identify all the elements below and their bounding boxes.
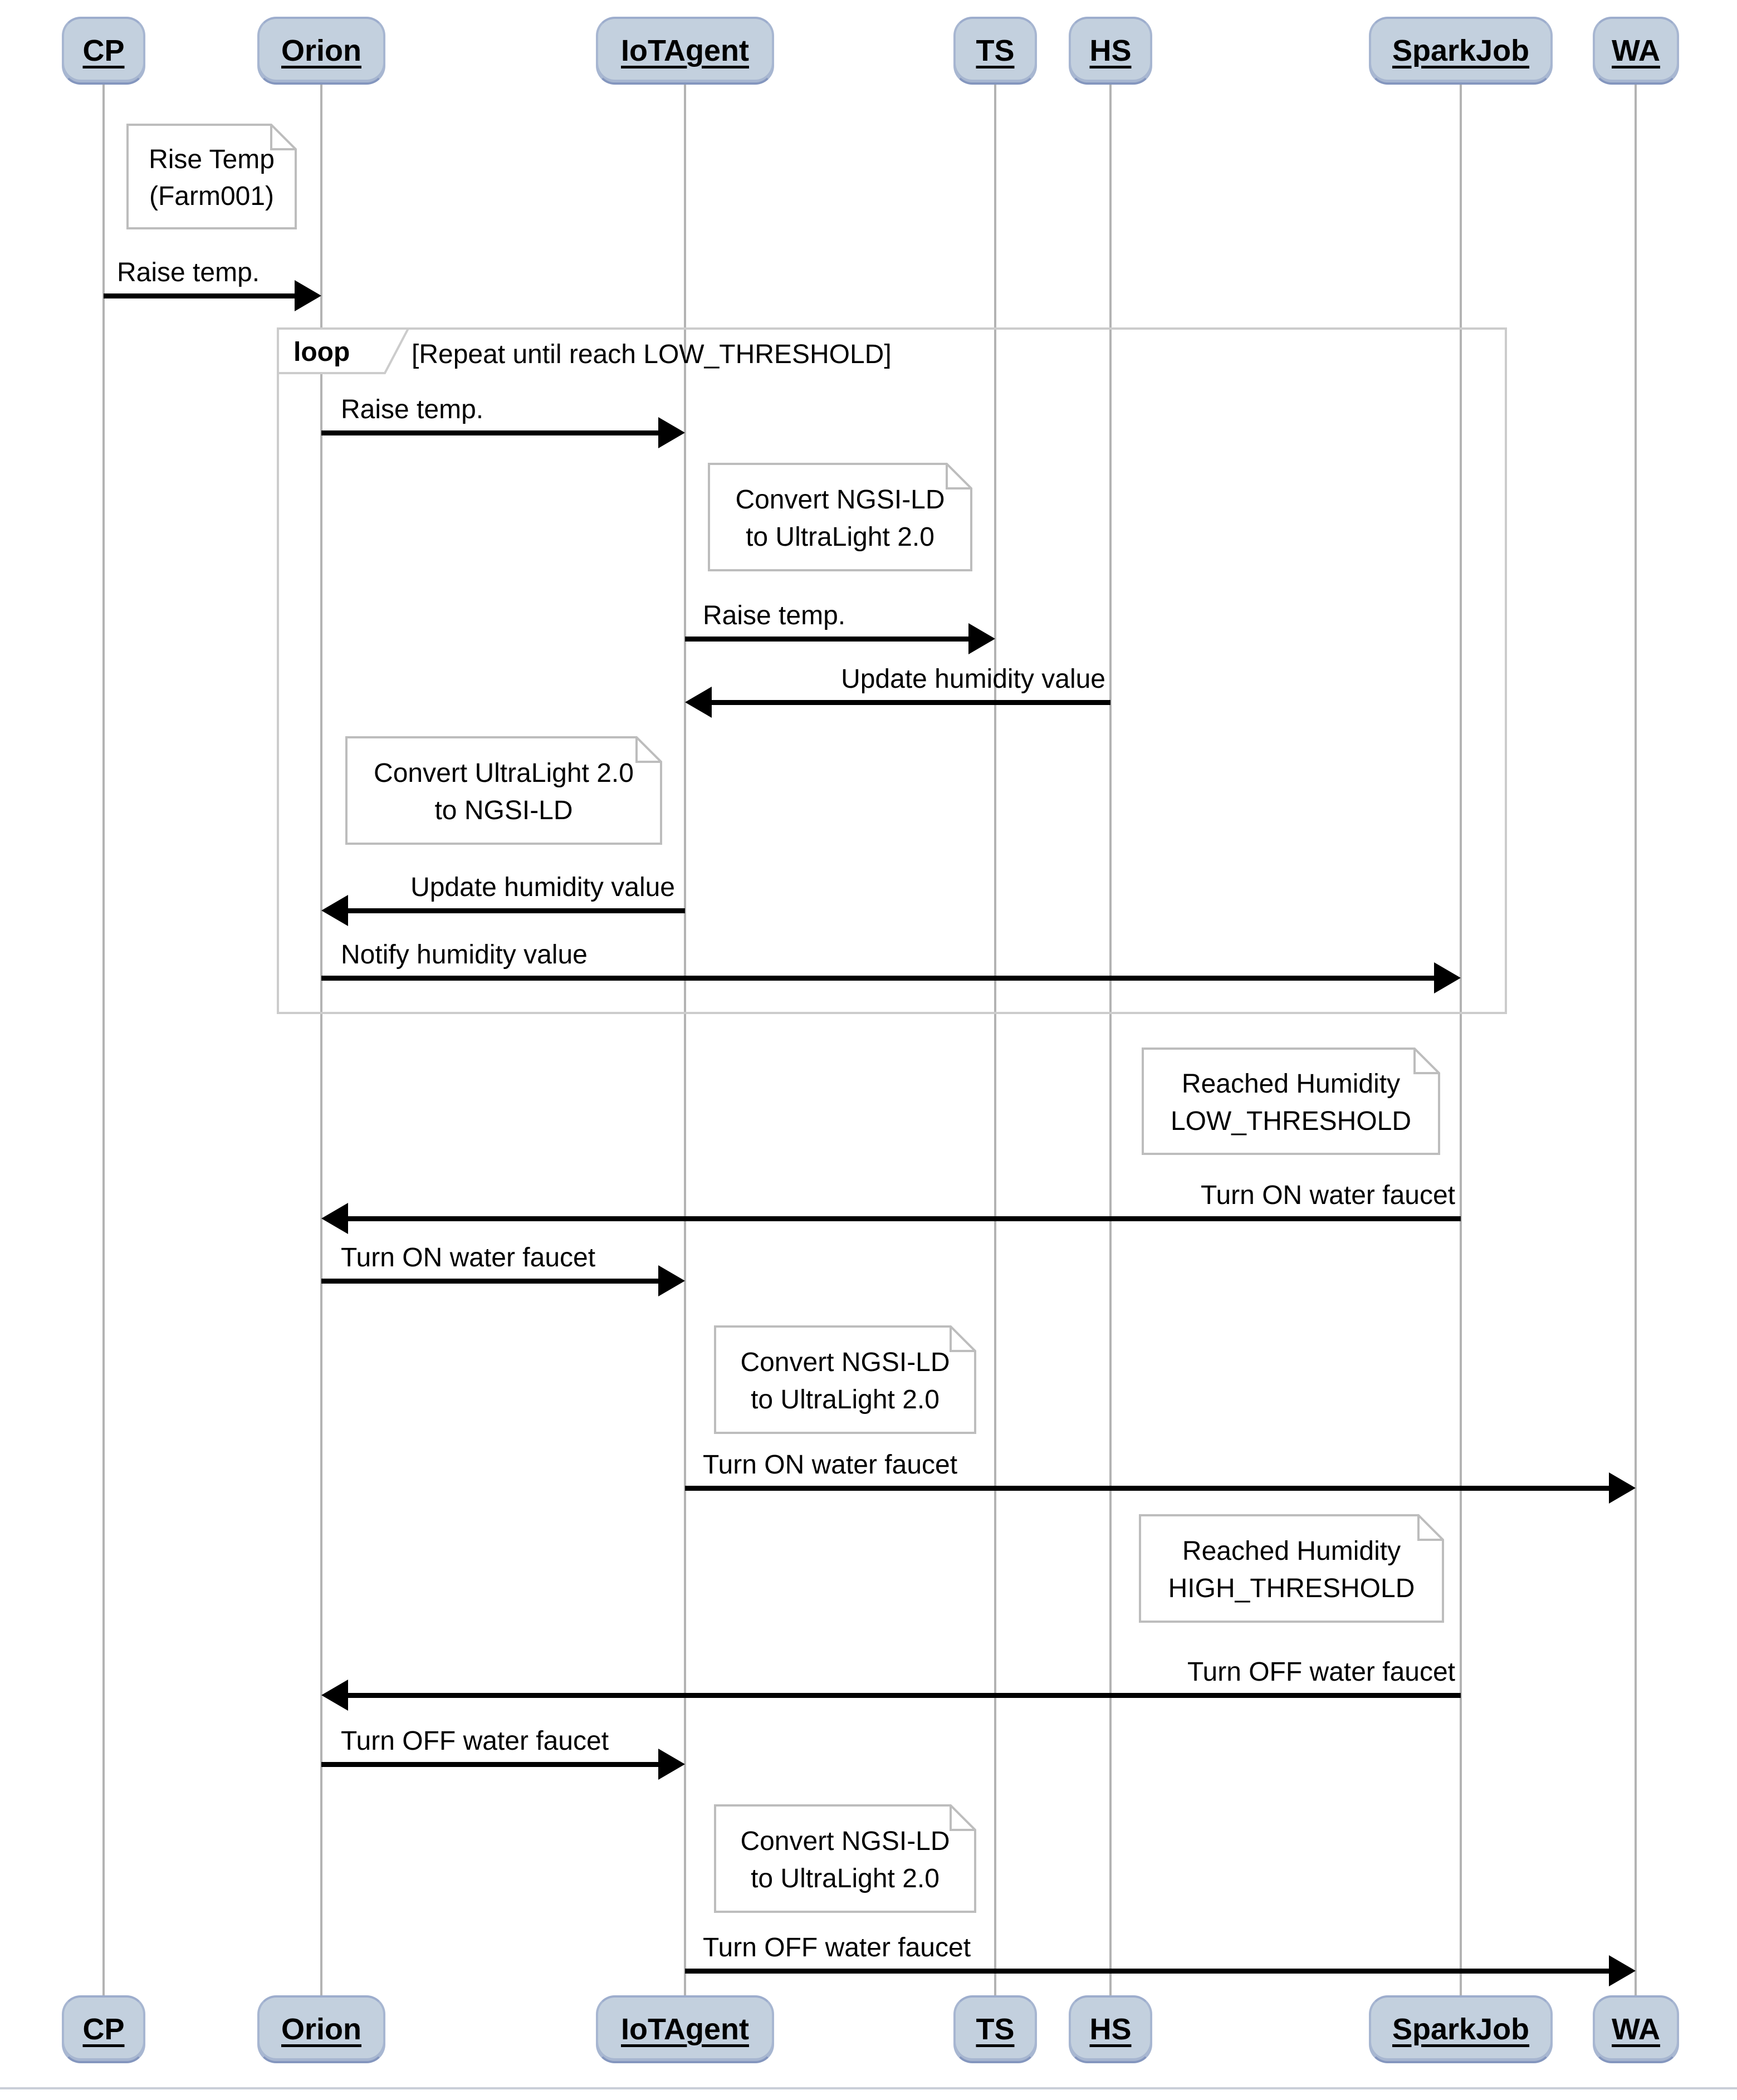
- message-line: [321, 1279, 660, 1284]
- note-line: to UltraLight 2.0: [751, 1384, 940, 1414]
- note-shape: [1139, 1514, 1444, 1623]
- lifeline-wa: [1635, 85, 1637, 1995]
- message-line: [685, 1969, 1611, 1974]
- note-line: Convert NGSI-LD: [735, 485, 945, 515]
- note-convert-ngsild-3: Convert NGSI-LD to UltraLight 2.0: [714, 1804, 976, 1913]
- note-shape: [1142, 1047, 1440, 1155]
- note-line: Reached Humidity: [1181, 1069, 1401, 1099]
- note-shape: [714, 1325, 976, 1434]
- arrowhead-right-icon: [1609, 1472, 1636, 1504]
- message-line: [685, 637, 971, 642]
- arrowhead-right-icon: [1434, 962, 1461, 993]
- loop-operator-label: loop: [293, 337, 350, 367]
- actor-bottom-wa: WA: [1593, 1995, 1679, 2063]
- note-line: to UltraLight 2.0: [746, 522, 934, 552]
- note-line: Rise Temp: [149, 144, 275, 174]
- message-line: [685, 1486, 1611, 1491]
- arrowhead-right-icon: [968, 623, 995, 654]
- arrowhead-right-icon: [658, 1265, 685, 1296]
- note-line: Convert NGSI-LD: [740, 1348, 950, 1378]
- actor-bottom-iotagent: IoTAgent: [596, 1995, 774, 2063]
- loop-guard-label: [Repeat until reach LOW_THRESHOLD]: [412, 340, 892, 369]
- lifeline-sparkjob: [1460, 85, 1462, 1995]
- message-label: Update humidity value: [410, 873, 675, 902]
- message-line: [321, 430, 660, 435]
- note-text: Convert NGSI-LD to UltraLight 2.0: [708, 463, 972, 571]
- arrowhead-right-icon: [1609, 1955, 1636, 1986]
- note-line: (Farm001): [149, 182, 275, 211]
- lifeline-cp: [102, 85, 105, 1995]
- actor-top-wa: WA: [1593, 17, 1679, 85]
- actor-top-sparkjob: SparkJob: [1369, 17, 1553, 85]
- message-label: Turn ON water faucet: [703, 1450, 958, 1480]
- message-line: [346, 908, 685, 913]
- note-convert-ultralight: Convert UltraLight 2.0 to NGSI-LD: [345, 736, 662, 845]
- note-rise-temp: Rise Temp (Farm001): [126, 124, 297, 229]
- note-shape: [708, 463, 972, 571]
- loop-fragment-frame: loop [Repeat until reach LOW_THRESHOLD]: [277, 327, 1507, 1014]
- note-shape: [126, 124, 297, 229]
- arrowhead-left-icon: [685, 687, 712, 718]
- message-label: Turn ON water faucet: [341, 1243, 596, 1272]
- actor-bottom-sparkjob: SparkJob: [1369, 1995, 1553, 2063]
- message-label: Raise temp.: [341, 395, 484, 424]
- arrowhead-right-icon: [658, 417, 685, 448]
- note-text: Rise Temp (Farm001): [126, 124, 297, 229]
- actor-top-orion: Orion: [257, 17, 385, 85]
- note-shape: [345, 736, 662, 845]
- message-label: Turn OFF water faucet: [341, 1726, 609, 1756]
- actor-bottom-cp: CP: [62, 1995, 145, 2063]
- lifeline-iotagent: [684, 85, 686, 1995]
- arrowhead-left-icon: [321, 895, 348, 926]
- message-line: [321, 1762, 660, 1767]
- note-line: HIGH_THRESHOLD: [1168, 1573, 1415, 1603]
- lifeline-ts: [994, 85, 996, 1995]
- message-label: Update humidity value: [841, 664, 1105, 694]
- message-line: [710, 700, 1110, 705]
- arrowhead-right-icon: [658, 1749, 685, 1780]
- note-reached-high-threshold: Reached Humidity HIGH_THRESHOLD: [1139, 1514, 1444, 1623]
- lifeline-hs: [1109, 85, 1112, 1995]
- note-text: Convert NGSI-LD to UltraLight 2.0: [714, 1804, 976, 1913]
- actor-top-hs: HS: [1069, 17, 1152, 85]
- arrowhead-left-icon: [321, 1680, 348, 1711]
- note-text: Convert NGSI-LD to UltraLight 2.0: [714, 1325, 976, 1434]
- actor-top-cp: CP: [62, 17, 145, 85]
- message-line: [321, 976, 1436, 981]
- note-line: to NGSI-LD: [434, 795, 573, 825]
- arrowhead-right-icon: [295, 280, 321, 311]
- note-text: Reached Humidity HIGH_THRESHOLD: [1139, 1514, 1444, 1623]
- actor-bottom-orion: Orion: [257, 1995, 385, 2063]
- note-convert-ngsild-1: Convert NGSI-LD to UltraLight 2.0: [708, 463, 972, 571]
- note-shape: [714, 1804, 976, 1913]
- message-label: Notify humidity value: [341, 940, 588, 970]
- arrowhead-left-icon: [321, 1203, 348, 1234]
- actor-bottom-ts: TS: [953, 1995, 1037, 2063]
- note-convert-ngsild-2: Convert NGSI-LD to UltraLight 2.0: [714, 1325, 976, 1434]
- loop-tab-shape: [277, 327, 410, 374]
- note-line: Convert NGSI-LD: [740, 1827, 950, 1857]
- note-line: Reached Humidity: [1182, 1536, 1401, 1567]
- message-line: [346, 1216, 1461, 1221]
- note-line: Convert UltraLight 2.0: [374, 758, 634, 789]
- message-line: [346, 1693, 1461, 1698]
- message-label: Raise temp.: [117, 258, 260, 287]
- note-text: Reached Humidity LOW_THRESHOLD: [1142, 1047, 1440, 1155]
- lifeline-orion: [320, 85, 322, 1995]
- footer-divider: [0, 2087, 1737, 2089]
- message-label: Turn ON water faucet: [1200, 1181, 1455, 1210]
- note-text: Convert UltraLight 2.0 to NGSI-LD: [345, 736, 662, 845]
- message-label: Turn OFF water faucet: [703, 1933, 971, 1962]
- actor-top-iotagent: IoTAgent: [596, 17, 774, 85]
- actor-bottom-hs: HS: [1069, 1995, 1152, 2063]
- note-line: to UltraLight 2.0: [751, 1863, 940, 1893]
- message-label: Turn OFF water faucet: [1187, 1657, 1455, 1687]
- actor-top-ts: TS: [953, 17, 1037, 85]
- note-line: LOW_THRESHOLD: [1170, 1106, 1412, 1136]
- message-line: [104, 293, 297, 298]
- message-label: Raise temp.: [703, 601, 846, 630]
- note-reached-low-threshold: Reached Humidity LOW_THRESHOLD: [1142, 1047, 1440, 1155]
